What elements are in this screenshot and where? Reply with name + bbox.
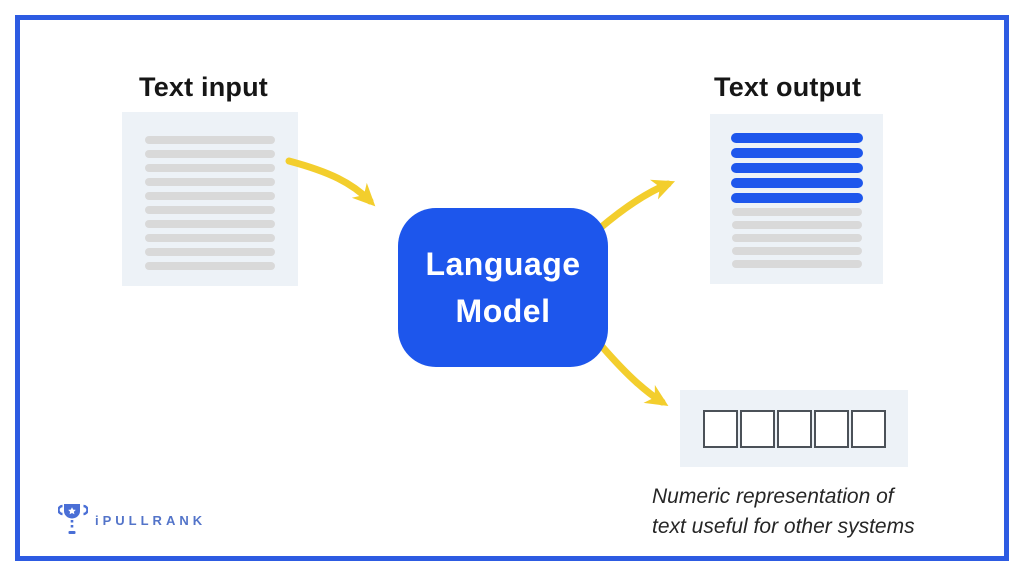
document-line-gray xyxy=(145,248,275,256)
numeric-cell xyxy=(850,409,886,448)
document-line-gray xyxy=(145,192,275,200)
document-line-gray xyxy=(731,260,862,268)
text-input-label: Text input xyxy=(139,72,268,102)
output-document xyxy=(710,114,883,284)
numeric-representation-panel xyxy=(680,390,908,467)
text-output-label: Text output xyxy=(714,72,862,102)
document-line-gray xyxy=(145,164,275,172)
language-model-label-line2: Model xyxy=(455,292,551,329)
document-line-gray xyxy=(145,206,275,214)
numeric-cell xyxy=(739,409,775,448)
document-line-gray xyxy=(731,234,862,242)
input-document xyxy=(122,112,298,286)
document-line-blue xyxy=(730,163,863,173)
document-line-gray xyxy=(145,178,275,186)
numeric-caption-line2: text useful for other systems xyxy=(652,515,915,539)
language-model-label-line1: Language xyxy=(425,246,581,283)
document-line-gray xyxy=(145,220,275,228)
document-line-gray xyxy=(731,221,862,229)
document-line-gray xyxy=(145,262,275,270)
document-line-blue xyxy=(730,193,863,203)
trophy-icon xyxy=(58,504,88,534)
document-line-gray xyxy=(145,136,275,144)
document-line-blue xyxy=(730,148,863,158)
document-line-blue xyxy=(730,133,863,143)
document-line-gray xyxy=(731,208,862,216)
numeric-caption: Numeric representation of text useful fo… xyxy=(652,482,915,543)
document-line-gray xyxy=(731,247,862,255)
document-line-blue xyxy=(730,178,863,188)
ipullrank-logo: iPULLRANK xyxy=(58,502,206,536)
canvas-border xyxy=(15,15,1009,561)
numeric-cell xyxy=(776,409,812,448)
numeric-cell xyxy=(813,409,849,448)
language-model-node: Language Model xyxy=(398,208,608,367)
numeric-cell xyxy=(702,409,738,448)
document-line-gray xyxy=(145,234,275,242)
document-line-gray xyxy=(145,150,275,158)
ipullrank-wordmark: iPULLRANK xyxy=(95,512,207,528)
numeric-caption-line1: Numeric representation of xyxy=(652,485,894,508)
